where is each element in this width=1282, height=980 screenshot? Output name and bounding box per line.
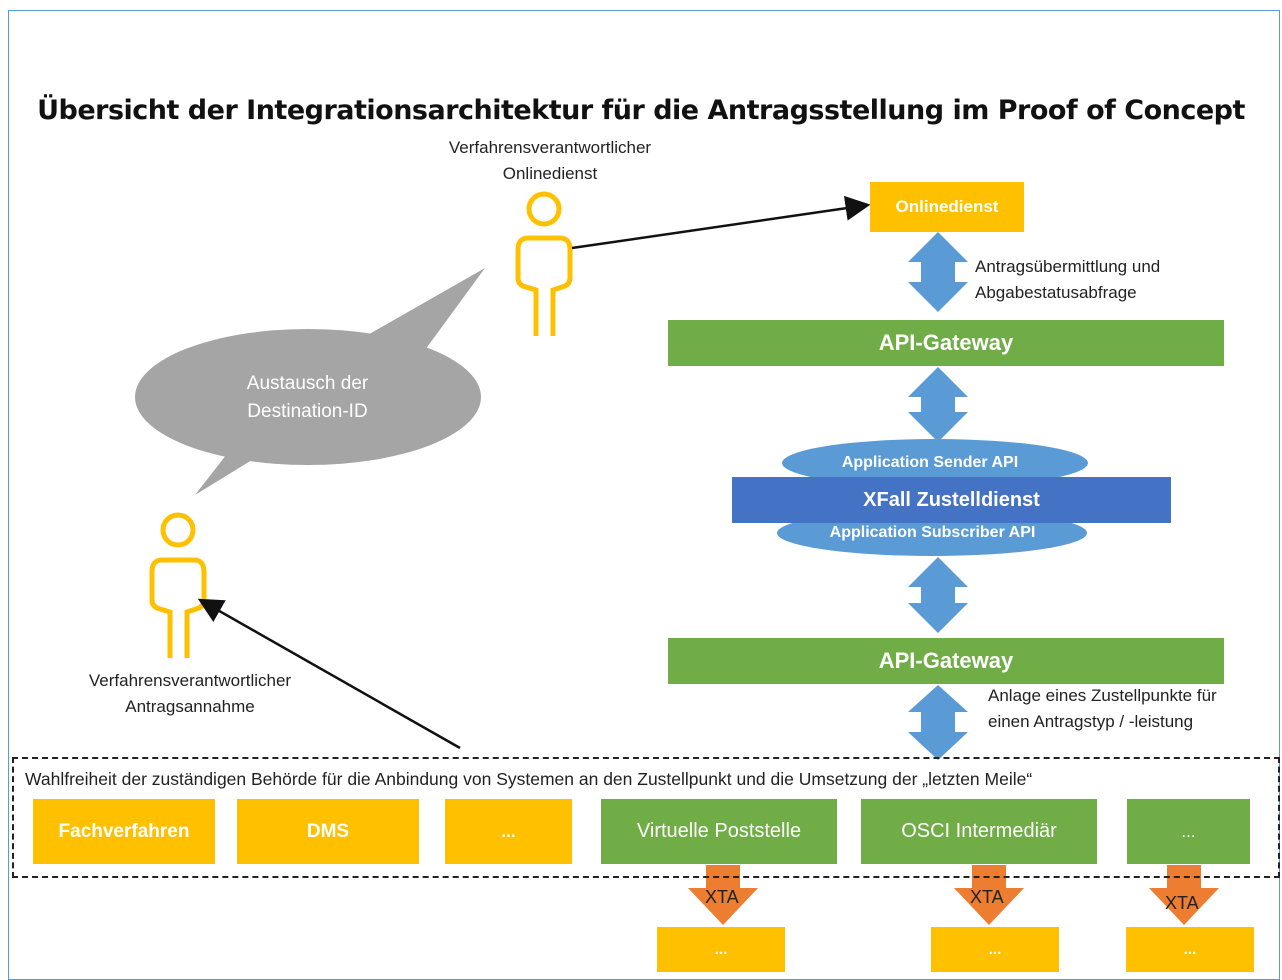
xta-arrows	[688, 865, 1219, 925]
bubble-text-line2: Destination-ID	[247, 401, 368, 422]
actor-online-label: Verfahrensverantwortlicher Onlinedienst	[420, 135, 680, 187]
xfall-zustelldienst-box: XFall Zustelldienst	[732, 477, 1171, 523]
system-dms: DMS	[237, 799, 419, 864]
arrow-actor-to-onlinedienst	[571, 195, 871, 250]
actor-intake-label-line2: Antragsannahme	[125, 697, 255, 716]
actor-intake-label: Verfahrensverantwortlicher Antragsannahm…	[60, 668, 320, 720]
arrow-label-delivery-point-line1: Anlage eines Zustellpunkte für	[988, 686, 1217, 705]
actor-intake-icon	[149, 512, 207, 658]
system-fachverfahren: Fachverfahren	[33, 799, 215, 864]
arrow-label-transmission: Antragsübermittlung und Abgabestatusabfr…	[975, 254, 1275, 306]
onlinedienst-box: Onlinedienst	[870, 182, 1024, 232]
double-arrow-4	[908, 685, 968, 760]
actor-intake-label-line1: Verfahrensverantwortlicher	[88, 671, 292, 690]
page-title: Übersicht der Integrationsarchitektur fü…	[37, 95, 1245, 126]
system-ellipsis-yellow: ...	[445, 799, 572, 864]
application-subscriber-api-label: Application Subscriber API	[829, 524, 1036, 541]
arrow-label-delivery-point-line2: einen Antragstyp / -leistung	[988, 712, 1194, 731]
double-arrow-1	[908, 232, 968, 312]
double-arrows	[908, 232, 968, 760]
bubble-text-line1: Austausch der	[246, 373, 369, 394]
target-system-3: ...	[1126, 927, 1254, 972]
arrow-label-transmission-line2: Abgabestatusabfrage	[975, 283, 1137, 302]
speech-bubble	[135, 268, 485, 495]
xta-label-3: XTA	[1165, 893, 1199, 913]
target-system-1: ...	[657, 927, 785, 972]
sender-api-ellipse	[782, 439, 1088, 487]
actor-online-icon	[515, 191, 573, 336]
arrow-to-intake-actor	[197, 598, 461, 750]
arrow-label-delivery-point: Anlage eines Zustellpunkte für einen Ant…	[988, 683, 1278, 735]
actor-online-label-line1: Verfahrensverantwortlicher	[448, 138, 652, 157]
authority-choice-text: Wahlfreiheit der zuständigen Behörde für…	[25, 769, 1033, 789]
api-gateway-bottom: API-Gateway	[668, 638, 1224, 684]
system-osci-intermediaer: OSCI Intermediär	[861, 799, 1097, 864]
xta-label-1: XTA	[705, 887, 739, 907]
double-arrow-3	[908, 557, 968, 633]
application-sender-api-label: Application Sender API	[841, 454, 1019, 471]
system-virtuelle-poststelle: Virtuelle Poststelle	[601, 799, 837, 864]
actor-online-label-line2: Onlinedienst	[502, 164, 598, 183]
bubble-text: Austausch der Destination-ID	[205, 370, 410, 426]
arrow-label-transmission-line1: Antragsübermittlung und	[975, 257, 1161, 276]
xta-label-2: XTA	[970, 887, 1004, 907]
authority-choice-area	[12, 757, 1280, 878]
target-system-2: ...	[931, 927, 1059, 972]
double-arrow-2	[908, 367, 968, 442]
system-ellipsis-green: ...	[1127, 799, 1250, 864]
api-gateway-top: API-Gateway	[668, 320, 1224, 366]
